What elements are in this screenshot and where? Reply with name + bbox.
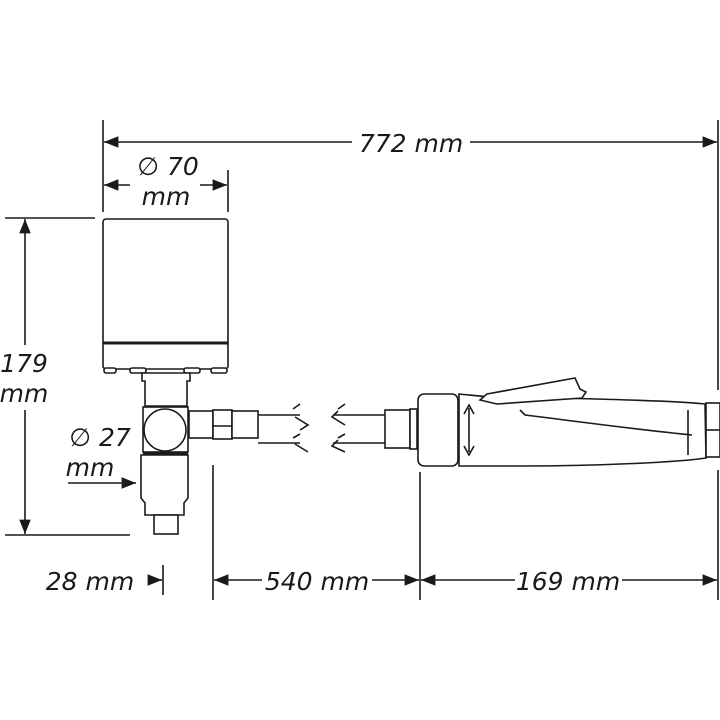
extension-lines xyxy=(5,120,719,600)
valve-body xyxy=(140,372,191,535)
overall-length-label: 772 mm xyxy=(359,129,463,158)
outlet-offset-label: 28 mm xyxy=(46,567,134,596)
height-label: 179 xyxy=(0,349,48,378)
hose-length-label: 540 mm xyxy=(265,567,369,596)
head-diameter-dimension: ∅ 70 mm xyxy=(104,152,227,211)
head-diameter-unit: mm xyxy=(142,182,191,211)
bottom-dimensions: 28 mm 540 mm 169 mm xyxy=(46,567,717,596)
height-unit: mm xyxy=(0,379,48,408)
outlet-diameter-unit: mm xyxy=(66,453,115,482)
dispensing-gun xyxy=(417,377,720,467)
overall-length-dimension: 772 mm xyxy=(104,129,717,158)
hose xyxy=(188,403,418,453)
outlet-diameter-dimension: ∅ 27 mm xyxy=(66,423,136,489)
head-diameter-label: ∅ 70 xyxy=(137,152,199,181)
tool-length-label: 169 mm xyxy=(516,567,620,596)
outlet-diameter-label: ∅ 27 xyxy=(69,423,131,452)
height-dimension: 179 mm xyxy=(0,219,48,534)
reservoir-head xyxy=(102,218,229,374)
